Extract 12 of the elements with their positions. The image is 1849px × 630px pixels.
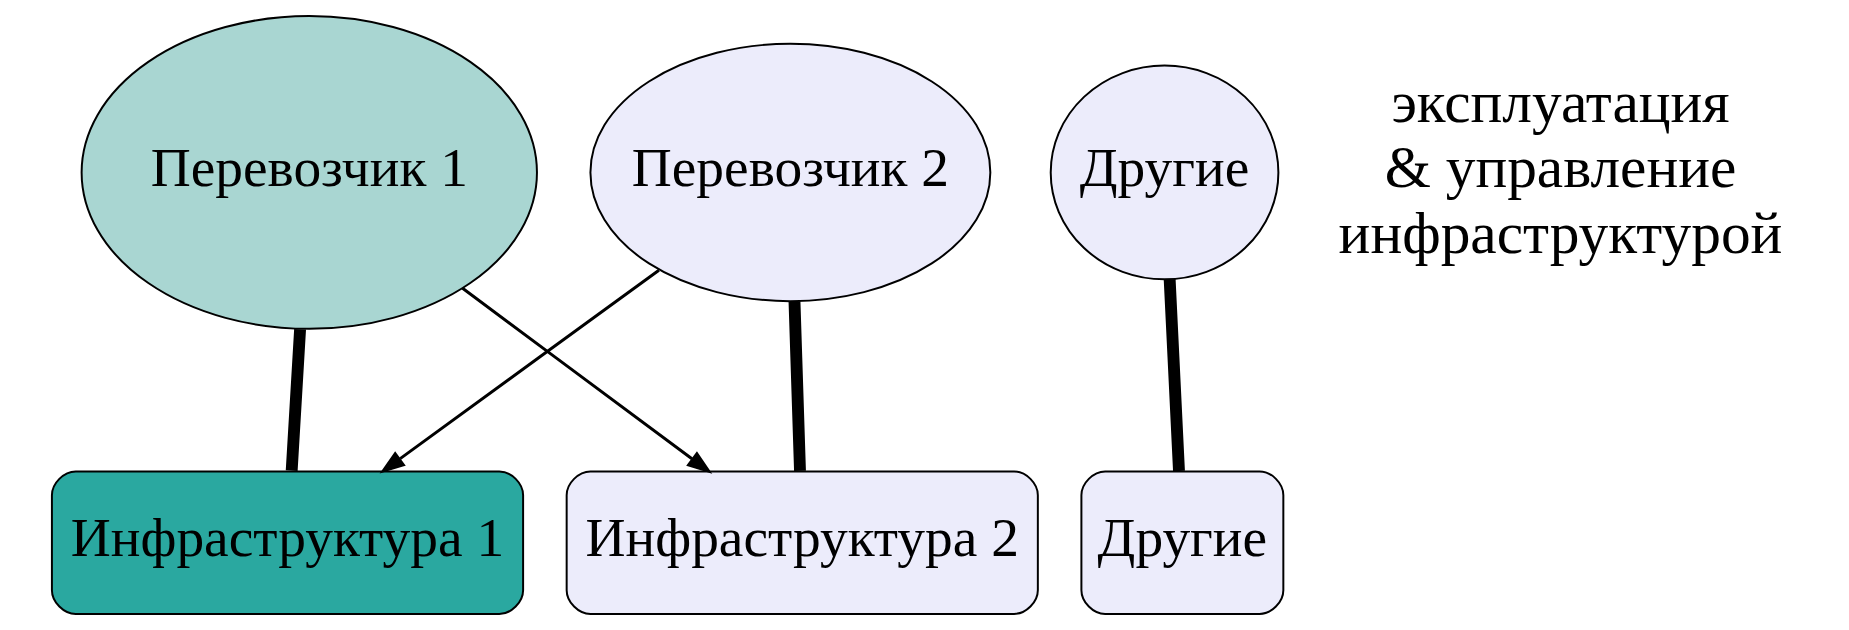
- connector: [285, 328, 306, 471]
- node-box: Другие: [1079, 470, 1284, 615]
- node-ellipse: Перевозчик 2: [588, 42, 991, 303]
- arrow: [461, 287, 712, 474]
- label: эксплуатация & управление инфраструктурой: [1338, 68, 1782, 266]
- node-ellipse: Перевозчик 1: [80, 15, 538, 330]
- node-box: Инфраструктура 2: [565, 470, 1039, 615]
- node-box: Инфраструктура 1: [50, 470, 524, 615]
- node-circle: Другие: [1049, 64, 1279, 281]
- connector: [1163, 279, 1185, 472]
- connector: [788, 301, 806, 472]
- arrow: [379, 268, 660, 474]
